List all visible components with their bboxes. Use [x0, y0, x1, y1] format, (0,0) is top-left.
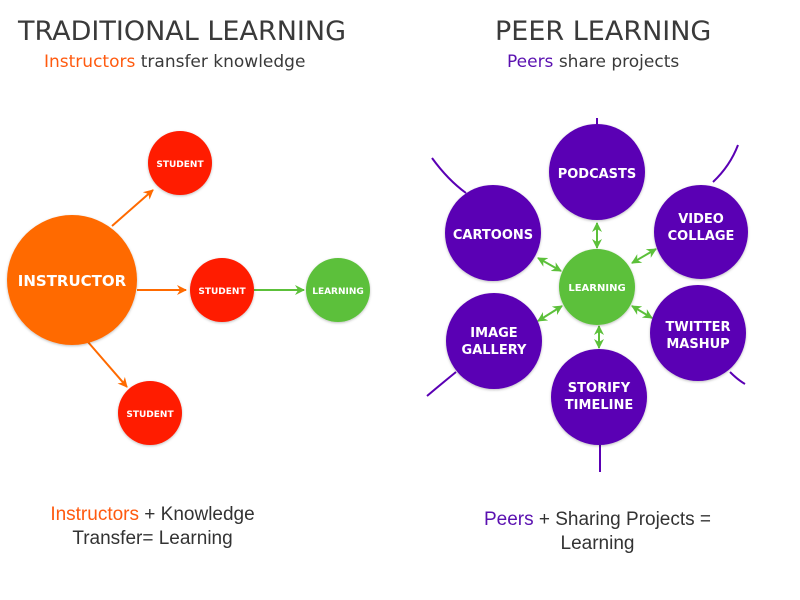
subtitle-rest: share projects	[553, 52, 680, 72]
arrow-learning-image-gallery	[537, 305, 563, 322]
project-label-line1: STORIFY	[568, 381, 631, 396]
subtitle-highlight-peers: Peers	[507, 52, 554, 72]
learning-label: LEARNING	[568, 283, 625, 294]
peer-learning-title: PEER LEARNING	[495, 16, 712, 47]
caption-line-1: Peers + Sharing Projects =	[470, 508, 725, 532]
caption-line1-rest: + Sharing Projects =	[533, 509, 712, 530]
project-label-line1: IMAGE	[470, 326, 517, 341]
learning-node-center: LEARNING	[559, 249, 635, 325]
arc-image-gallery	[426, 371, 457, 397]
peer-learning-caption: Peers + Sharing Projects = Learning	[470, 508, 725, 556]
project-label: CARTOONS	[453, 228, 533, 243]
peer-arrows	[537, 222, 657, 349]
instructor-node: INSTRUCTOR	[7, 215, 137, 345]
project-label-line2: MASHUP	[666, 337, 729, 352]
peer-learning-subtitle: Peers share projects	[507, 52, 679, 72]
project-label-line2: COLLAGE	[668, 229, 735, 244]
student-node-top: STUDENT	[148, 131, 212, 195]
traditional-learning-caption: Instructors + Knowledge Transfer= Learni…	[40, 503, 265, 551]
subtitle-highlight-instructors: Instructors	[44, 52, 136, 72]
caption-line-2: Transfer= Learning	[72, 528, 233, 549]
arc-cartoons	[431, 157, 467, 194]
project-node-twitter-mashup: TWITTER MASHUP	[650, 285, 746, 381]
traditional-learning-title: TRADITIONAL LEARNING	[18, 16, 346, 47]
instructor-label: INSTRUCTOR	[18, 272, 127, 290]
student-label: STUDENT	[156, 160, 204, 170]
caption-highlight-instructors: Instructors	[50, 504, 140, 525]
peer-arcs	[426, 118, 746, 472]
project-label-line1: TWITTER	[666, 320, 731, 335]
student-node-bottom: STUDENT	[118, 381, 182, 445]
student-node-middle: STUDENT	[190, 258, 254, 322]
project-node-image-gallery: IMAGE GALLERY	[446, 293, 542, 389]
arrow-learning-video-collage	[631, 248, 657, 264]
learning-label: LEARNING	[312, 287, 364, 297]
project-node-cartoons: CARTOONS	[445, 185, 541, 281]
project-node-storify-timeline: STORIFY TIMELINE	[551, 349, 647, 445]
arrow-instructor-to-student-bottom	[87, 341, 128, 388]
arc-twitter-mashup	[729, 371, 746, 385]
traditional-learning-subtitle: Instructors transfer knowledge	[44, 52, 305, 72]
arrow-learning-twitter-mashup	[631, 305, 653, 319]
caption-line-1: Instructors + Knowledge	[40, 503, 265, 527]
project-label-line2: TIMELINE	[565, 398, 633, 413]
subtitle-rest: transfer knowledge	[135, 52, 306, 72]
left-arrows	[87, 189, 305, 388]
arrow-learning-cartoons	[537, 257, 562, 272]
caption-highlight-peers: Peers	[483, 509, 534, 530]
arrow-instructor-to-student-top	[111, 189, 154, 227]
arc-video-collage	[712, 144, 739, 183]
project-node-podcasts: PODCASTS	[549, 124, 645, 220]
student-label: STUDENT	[198, 287, 246, 297]
project-label-line2: GALLERY	[462, 343, 527, 358]
project-label: PODCASTS	[558, 167, 637, 182]
project-node-video-collage: VIDEO COLLAGE	[654, 185, 748, 279]
caption-line1-rest: + Knowledge	[139, 504, 255, 525]
caption-line-2: Learning	[560, 533, 635, 554]
learning-node-left: LEARNING	[306, 258, 370, 322]
student-label: STUDENT	[126, 410, 174, 420]
project-label-line1: VIDEO	[678, 212, 724, 227]
